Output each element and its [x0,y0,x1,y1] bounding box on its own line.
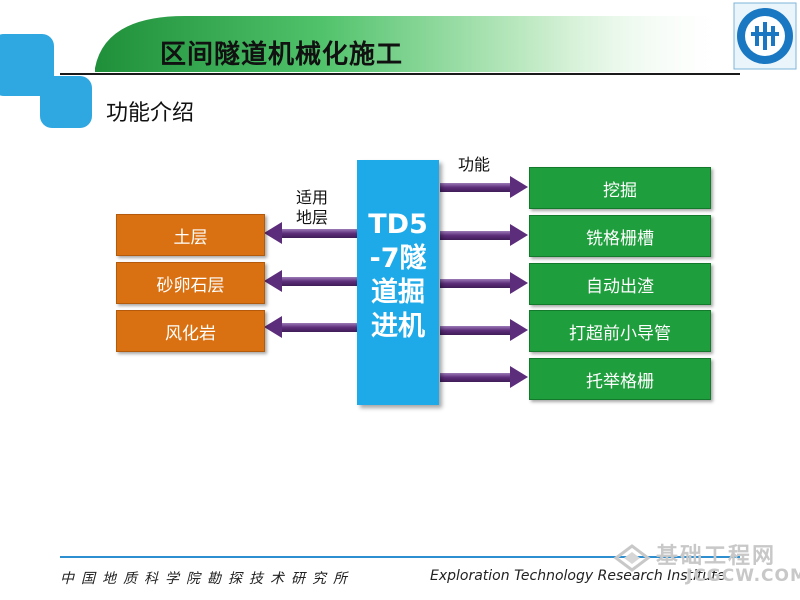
footer-institute-en: Exploration Technology Research Institut… [430,568,726,584]
function-drill-pipes: 打超前小导管 [529,310,711,352]
footer-divider [60,556,740,558]
decor-square-2 [40,76,92,128]
machine-line-2: -7隧 [369,243,427,274]
page-title: 区间隧道机械化施工 [160,40,404,70]
arrow-left-3 [264,316,358,338]
applicable-strata-label-1: 适用 [296,188,329,207]
stratum-gravel: 砂卵石层 [116,262,265,304]
function-excavate: 挖掘 [529,167,711,209]
machine-line-3: 道掘 [371,277,425,308]
stratum-soil: 土层 [116,214,265,256]
watermark-logo-icon [613,544,651,572]
arrow-right-1 [440,176,528,198]
function-label: 功能 [458,155,491,174]
stratum-weathered-rock: 风化岩 [116,310,265,352]
header-divider [60,73,740,75]
watermark-text: 基础工程网 [656,544,777,569]
footer-institute-cn: 中国地质科学院勘探技术研究所 [60,571,354,587]
machine-box: TD5 -7隧 道掘 进机 [357,160,439,405]
arrow-right-2 [440,224,528,246]
function-auto-muck: 自动出渣 [529,263,711,305]
arrow-left-1 [264,222,358,244]
watermark-url: JCGCW.COM [686,566,800,586]
header-swoosh [95,16,735,72]
function-mill-grid-slot: 铣格栅槽 [529,215,711,257]
institute-logo-icon [733,2,797,70]
arrow-right-5 [440,366,528,388]
function-lift-grid: 托举格栅 [529,358,711,400]
machine-line-1: TD5 [368,209,428,240]
arrow-right-4 [440,319,528,341]
watermark: 基础工程网 JCGCW.COM [612,534,800,600]
applicable-strata-label-2: 地层 [296,208,329,227]
arrow-left-2 [264,270,358,292]
machine-line-4: 进机 [371,311,425,342]
arrow-right-3 [440,272,528,294]
section-title: 功能介绍 [106,101,195,126]
